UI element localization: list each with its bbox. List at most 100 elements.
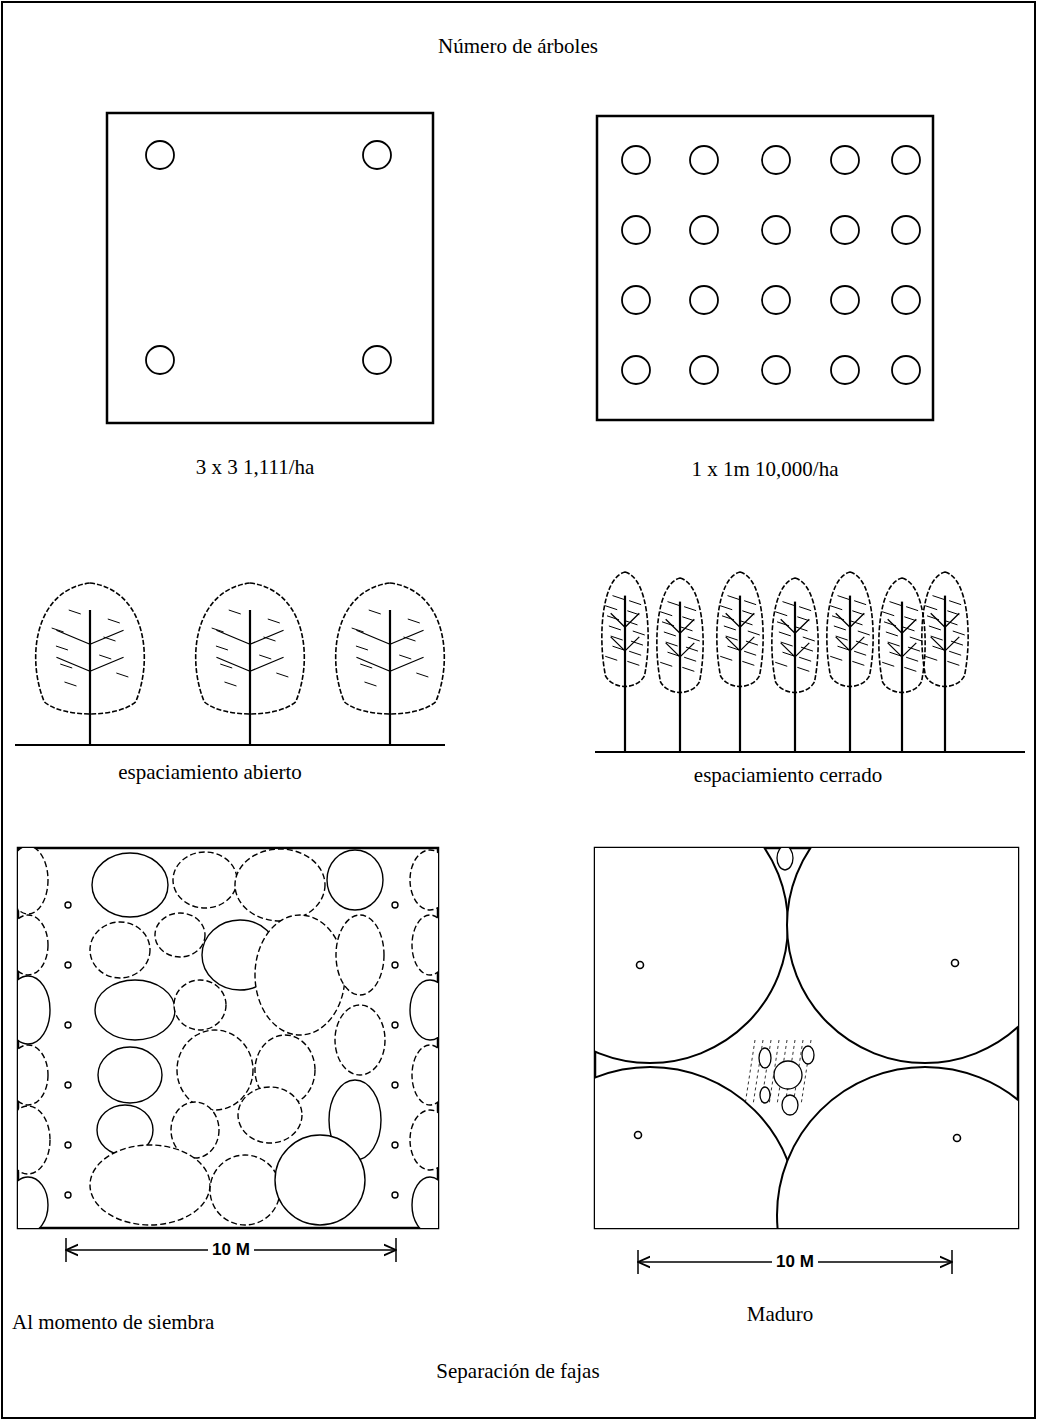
dimension-tick <box>65 1238 67 1262</box>
seedling <box>65 902 71 908</box>
tree-position <box>690 356 718 384</box>
spacing-type: espaciamiento cerrado <box>694 763 882 788</box>
mature-crown <box>787 848 1018 1063</box>
tree-branch <box>836 613 865 627</box>
ground-line <box>15 744 445 746</box>
crown-shading <box>775 612 787 616</box>
tree-position <box>146 141 174 169</box>
crown-shading <box>220 664 232 668</box>
small-clump <box>802 1046 814 1064</box>
plant-clump <box>18 915 48 975</box>
tree <box>922 572 968 752</box>
tree-position <box>622 286 650 314</box>
tree-stem <box>954 1135 961 1142</box>
crown-shading <box>933 596 945 600</box>
crown-shading <box>830 606 842 610</box>
crown-shading <box>369 610 381 614</box>
crown-shading <box>660 612 672 616</box>
tree-branch <box>216 657 283 671</box>
tree-position <box>146 346 174 374</box>
crown-shading <box>834 626 846 630</box>
tree-position <box>831 286 859 314</box>
crown-shading <box>364 682 376 686</box>
seedling <box>65 1192 71 1198</box>
crown-shading <box>64 682 76 686</box>
crown-shading <box>858 631 870 635</box>
plant-clump <box>412 1177 438 1228</box>
tree-branch <box>781 643 810 657</box>
tree-stem <box>637 962 644 969</box>
tree-position <box>892 286 920 314</box>
tree <box>657 578 703 752</box>
spacing-type: espaciamiento abierto <box>118 760 302 785</box>
crown-shading <box>684 657 696 661</box>
crown-shading <box>664 632 676 636</box>
tree-branch <box>666 643 695 657</box>
crown-shading <box>416 673 428 677</box>
plant-clump <box>275 1135 365 1225</box>
tree-position <box>831 146 859 174</box>
stage-label: Al momento de siembra <box>12 1310 214 1335</box>
tree-branch <box>726 613 755 627</box>
tree-trunk <box>89 610 91 745</box>
tree-branch <box>931 613 960 627</box>
plant-clump <box>410 1110 438 1170</box>
crown-shading <box>886 632 898 636</box>
crown-shading <box>925 656 937 660</box>
plant-clump <box>98 1047 162 1103</box>
crown-shading <box>356 646 368 650</box>
small-clump <box>759 1048 771 1068</box>
plant-clump <box>155 913 205 957</box>
dimension-label: 10 M <box>772 1252 818 1272</box>
crown-shading <box>108 619 120 623</box>
plant-clump <box>92 853 168 917</box>
crown-shading <box>720 606 732 610</box>
tree <box>879 578 925 752</box>
crown-shading <box>99 655 111 659</box>
tree-trunk <box>944 596 946 752</box>
crown-shading <box>830 656 842 660</box>
small-clump <box>777 848 793 870</box>
crown-shading <box>633 631 645 635</box>
mature-crown <box>777 1067 1018 1228</box>
gap-hatch <box>745 1040 755 1105</box>
crown-shading <box>629 601 641 605</box>
crown-shading <box>216 646 228 650</box>
small-clump <box>774 1061 802 1089</box>
tree-position <box>762 216 790 244</box>
tree-position <box>622 356 650 384</box>
crown-shading <box>259 655 271 659</box>
plant-clump <box>18 1045 48 1105</box>
crown-shading <box>799 607 811 611</box>
tree-trunk <box>249 610 251 745</box>
tree-position <box>892 146 920 174</box>
mature-crown <box>595 1067 798 1228</box>
plot-square <box>597 116 933 420</box>
crown-shading <box>882 662 894 666</box>
crown-shading <box>613 596 625 600</box>
tree-trunk <box>679 602 681 752</box>
seedling <box>392 1022 398 1028</box>
dimension-tick <box>637 1250 639 1274</box>
crown-shading <box>268 619 280 623</box>
tree <box>827 572 873 752</box>
tree-position <box>690 216 718 244</box>
tree-position <box>892 356 920 384</box>
crown-shading <box>682 667 694 671</box>
crown-shading <box>720 656 732 660</box>
crown-shading <box>684 607 696 611</box>
tree <box>196 583 305 745</box>
tree-branch <box>611 613 640 627</box>
crown-shading <box>629 651 641 655</box>
tree <box>602 572 648 752</box>
title: Número de árboles <box>438 34 598 59</box>
tree-branch <box>356 657 423 671</box>
seedling <box>65 962 71 968</box>
crown-shading <box>399 655 411 659</box>
small-clump <box>782 1095 798 1115</box>
tree-branch <box>931 637 960 651</box>
tree <box>772 578 818 752</box>
crown-shading <box>688 637 700 641</box>
plant-clump <box>235 849 325 921</box>
plant-clump <box>18 1106 50 1174</box>
